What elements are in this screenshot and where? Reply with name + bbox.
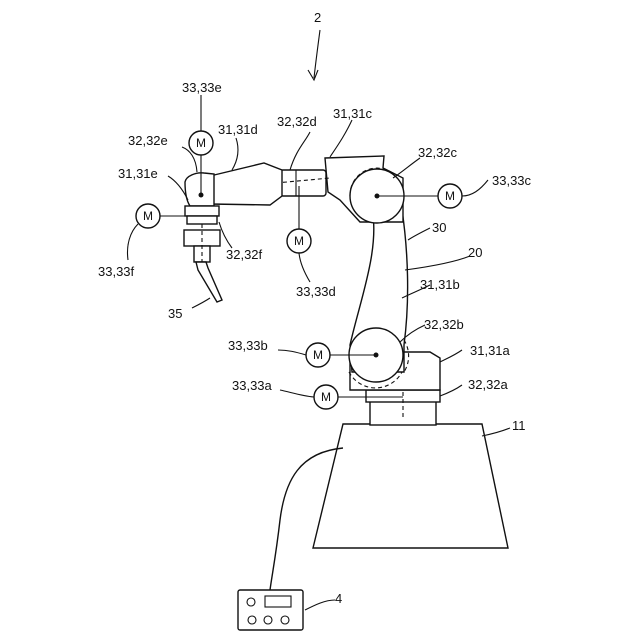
label-31d: 31,31d xyxy=(218,122,258,137)
label-33e: 33,33e xyxy=(182,80,222,95)
svg-text:M: M xyxy=(143,209,153,223)
link-31e xyxy=(185,173,214,206)
label-30: 30 xyxy=(432,220,446,235)
label-32e: 32,32e xyxy=(128,133,168,148)
label-31a: 31,31a xyxy=(470,343,511,358)
label-4: 4 xyxy=(335,591,342,606)
label-31c: 31,31c xyxy=(333,106,373,121)
joint-32f xyxy=(185,206,219,216)
svg-text:M: M xyxy=(196,136,206,150)
figure-number: 2 xyxy=(314,10,321,25)
pedestal-11 xyxy=(313,424,508,548)
figure-arrow xyxy=(314,30,320,78)
label-33d: 33,33d xyxy=(296,284,336,299)
link-31d xyxy=(210,163,282,205)
svg-text:M: M xyxy=(445,189,455,203)
label-11: 11 xyxy=(512,418,526,433)
base-joint-32a xyxy=(370,400,436,425)
tool-35 xyxy=(196,262,222,302)
label-32d: 32,32d xyxy=(277,114,317,129)
svg-text:M: M xyxy=(313,348,323,362)
svg-text:M: M xyxy=(321,390,331,404)
joint-32d xyxy=(280,170,326,196)
label-31e: 31,31e xyxy=(118,166,158,181)
label-35: 35 xyxy=(168,306,182,321)
label-33a: 33,33a xyxy=(232,378,273,393)
svg-text:M: M xyxy=(294,234,304,248)
label-20: 20 xyxy=(468,245,482,260)
label-32f: 32,32f xyxy=(226,247,263,262)
controller-4 xyxy=(238,590,303,630)
label-32a: 32,32a xyxy=(468,377,509,392)
label-31b: 31,31b xyxy=(420,277,460,292)
label-33f: 33,33f xyxy=(98,264,135,279)
label-32c: 32,32c xyxy=(418,145,458,160)
label-33b: 33,33b xyxy=(228,338,268,353)
label-32b: 32,32b xyxy=(424,317,464,332)
label-33c: 33,33c xyxy=(492,173,532,188)
